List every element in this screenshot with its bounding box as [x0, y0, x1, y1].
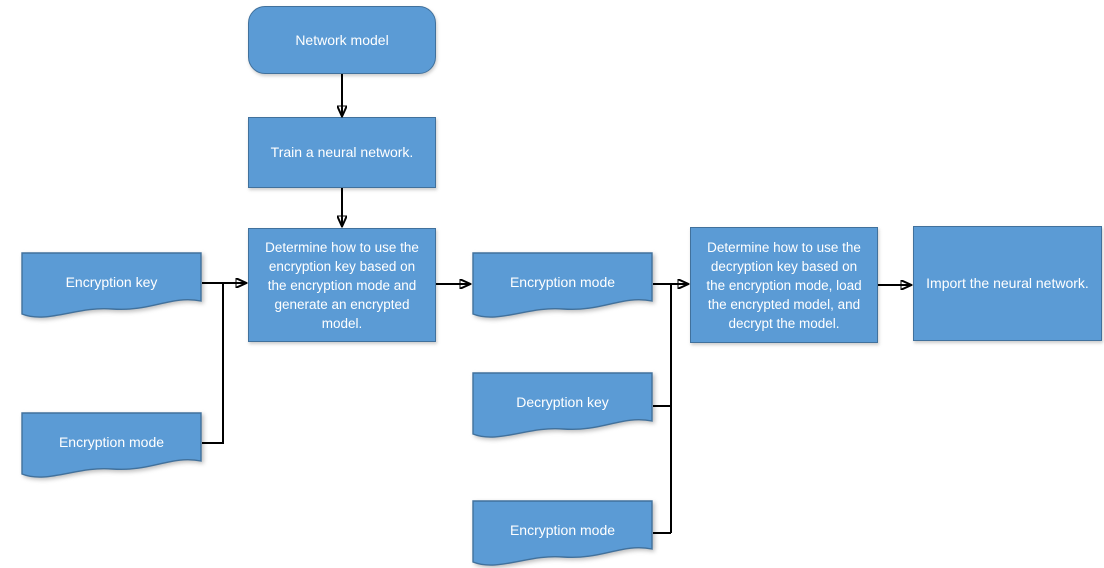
document-shape	[21, 252, 202, 318]
node-network-model-label: Network model	[295, 32, 389, 48]
node-encrypt-process-label: Determine how to use the encryption key …	[265, 239, 419, 331]
node-encryption-mode-bottom: Encryption mode	[472, 500, 653, 568]
document-shape	[472, 372, 653, 438]
node-network-model: Network model	[248, 6, 436, 74]
node-encryption-mode-left: Encryption mode	[21, 412, 202, 484]
node-decrypt-process-label: Determine how to use the decryption key …	[706, 239, 862, 331]
document-shape	[21, 412, 202, 478]
node-train-neural-network: Train a neural network.	[248, 117, 436, 188]
document-shape	[472, 500, 653, 566]
node-encryption-mode-middle-label: Encryption mode	[509, 274, 616, 290]
node-encryption-mode-bottom-label: Encryption mode	[509, 522, 616, 538]
node-encrypt-process: Determine how to use the encryption key …	[248, 228, 436, 342]
node-import-network-label: Import the neural network.	[926, 275, 1089, 291]
connector-encryptionmode-left-join	[202, 283, 224, 444]
document-shape	[472, 252, 653, 318]
node-decryption-key-label: Decryption key	[516, 394, 609, 410]
node-decrypt-process: Determine how to use the decryption key …	[690, 227, 878, 343]
node-train-label: Train a neural network.	[270, 144, 414, 160]
connector-middle-trunk	[653, 284, 672, 534]
node-decryption-key: Decryption key	[472, 372, 653, 444]
node-encryption-mode-middle: Encryption mode	[472, 252, 653, 324]
node-import-network: Import the neural network.	[913, 226, 1102, 341]
node-encryption-key: Encryption key	[21, 252, 202, 324]
node-encryption-key-label: Encryption key	[65, 274, 158, 290]
node-encryption-mode-left-label: Encryption mode	[58, 434, 165, 450]
